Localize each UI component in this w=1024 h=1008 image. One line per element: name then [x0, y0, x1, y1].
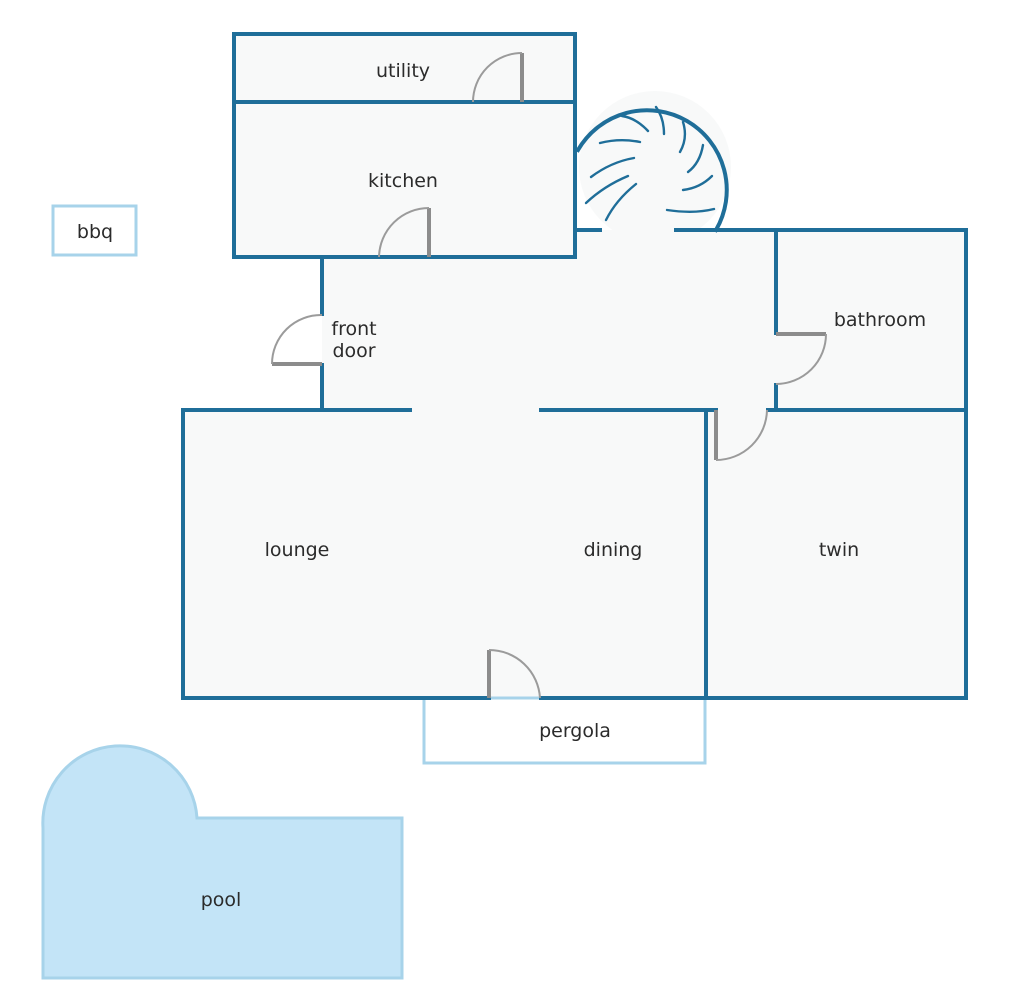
utility-door	[472, 52, 524, 103]
stair-step	[584, 174, 630, 205]
door-swing	[715, 409, 768, 461]
bathroom-label: bathroom	[834, 309, 926, 331]
kitchen-door	[378, 207, 431, 258]
pergola-label: pergola	[539, 720, 611, 742]
door-swing	[488, 648, 541, 699]
front-door	[271, 313, 323, 366]
utility-kitchen-block	[232, 32, 577, 259]
living-floor	[183, 410, 706, 698]
floor-fills	[183, 35, 966, 698]
stair-step	[686, 143, 705, 174]
stair-step	[604, 182, 638, 222]
twin-door	[714, 409, 768, 461]
bbq-outline	[51, 204, 138, 257]
twin-floor	[706, 410, 966, 698]
door-swing	[775, 333, 827, 385]
pergola-door	[487, 648, 541, 699]
door-swing	[472, 52, 523, 103]
front-door-label-line2: door	[332, 340, 375, 362]
pool-label: pool	[201, 889, 242, 911]
stair-step	[589, 156, 636, 179]
dining-label: dining	[584, 539, 643, 561]
hall-floor	[322, 230, 776, 410]
spiral-stair	[584, 105, 716, 222]
pool-shape	[41, 744, 404, 980]
bathroom-floor	[776, 230, 966, 410]
stair-step	[678, 120, 687, 154]
bathroom-door	[775, 332, 827, 385]
stair-step	[681, 174, 714, 192]
lounge-label: lounge	[265, 539, 330, 561]
room-labels: utility kitchen front door bathroom loun…	[77, 60, 926, 911]
utility-label: utility	[376, 60, 430, 82]
stair-step	[665, 207, 716, 213]
stair-wall	[575, 108, 729, 233]
stair-floor	[579, 91, 731, 243]
stair-step	[598, 139, 642, 145]
stair-step	[654, 105, 666, 136]
walls	[181, 32, 968, 700]
utility-floor	[236, 35, 575, 102]
bbq-label: bbq	[77, 221, 113, 243]
kitchen-label: kitchen	[368, 170, 438, 192]
twin-label: twin	[819, 539, 859, 561]
front-door-label-line1: front	[331, 318, 376, 340]
door-swing	[378, 207, 430, 258]
door-swing	[271, 313, 323, 365]
stair-step	[620, 114, 650, 133]
doors	[271, 52, 827, 699]
